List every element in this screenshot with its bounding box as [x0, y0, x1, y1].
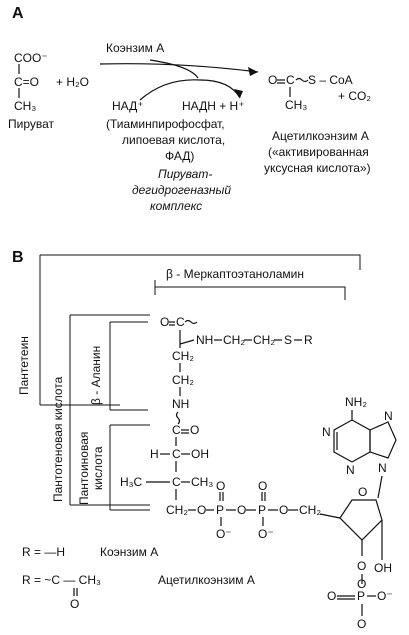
enzyme-line-1: Пируват-: [158, 167, 212, 181]
atom-ch2a: CH₂: [223, 333, 245, 347]
atom-ch3: CH₃: [191, 475, 213, 489]
atom-ch2c: CH₂: [172, 349, 194, 363]
acetylcoa-structure: O C S – CoA CH₃ + CO₂ Ацетилкоэнзим A («…: [264, 73, 371, 175]
atom-o-top2: O: [258, 479, 267, 493]
atom-o1: O: [160, 315, 169, 329]
water-label: + H₂O: [56, 75, 89, 89]
atom-ch2f: CH₂: [299, 503, 321, 517]
atom-c4: C: [172, 475, 181, 489]
atom-h3c: H₃C: [120, 475, 143, 489]
atom-c1: C: [176, 315, 185, 329]
pyruvate-ch3: CH₃: [14, 99, 36, 113]
atom-o-top1: O: [216, 479, 225, 493]
r-group-legend: R = —H Коэнзим A R = ~C — CH₃ O Ацетилко…: [22, 545, 255, 611]
atom-n3: N: [346, 463, 355, 477]
atom-s: S: [284, 333, 292, 347]
cofactors-line-2: липоевая кислота,: [122, 133, 225, 147]
cofactors-line-3: ФАД): [165, 149, 194, 163]
atom-o-p3: O: [357, 577, 366, 591]
reaction-arrow: [99, 59, 259, 101]
atom-oh: OH: [191, 447, 209, 461]
atom-o-p3-top: O: [357, 577, 366, 591]
pantoic-acid-label-2: кислота: [91, 446, 105, 490]
cofactors-line-1: (Тиаминпирофосфат,: [106, 117, 225, 131]
atom-o4: O: [237, 503, 246, 517]
atom-nh1: NH: [196, 333, 213, 347]
atom-ch2e: CH₂: [166, 503, 188, 517]
pyruvate-co: C=O: [14, 75, 39, 89]
co2-label: + CO₂: [338, 89, 371, 103]
pyruvate-name: Пируват: [8, 117, 55, 131]
atom-o-p3-left: O: [327, 589, 336, 603]
atom-ch2d: CH₂: [172, 373, 194, 387]
atom-p3: P: [357, 589, 365, 603]
pyruvate-coo: COO⁻: [14, 51, 48, 65]
atom-ch2b: CH₂: [253, 333, 275, 347]
atom-o-p3-bot: O: [357, 617, 366, 631]
legend-r2-name: Ацетилкоэнзим A: [158, 573, 255, 587]
acetylcoa-name-2: («активированная: [268, 145, 369, 159]
atom-o-ribose: O: [357, 559, 366, 573]
acetylcoa-c: C: [286, 73, 295, 87]
acetylcoa-name-1: Ацетилкоэнзим A: [272, 129, 369, 143]
atom-nh2: NH: [172, 397, 189, 411]
pantothenic-acid-label: Пантотеновая кислота: [51, 376, 65, 502]
atom-o-ring: O: [358, 485, 367, 499]
legend-r1-name: Коэнзим A: [100, 545, 158, 559]
panel-b-label: B: [12, 249, 24, 266]
pantetheine-chain: O C NH CH₂ CH₂ S R CH₂ CH₂ NH C O H C OH…: [120, 315, 321, 541]
atom-p1: P: [216, 503, 224, 517]
legend-r2-o: O: [70, 597, 79, 611]
coenzyme-a-label: Коэнзим A: [106, 41, 164, 55]
pantetheine-label: Пантетеин: [17, 336, 31, 395]
enzyme-line-3: комплекс: [150, 199, 202, 213]
nad-label: НАД⁺: [112, 99, 144, 113]
atom-oh-ribose: OH: [374, 561, 392, 575]
ribose-ring: O OH O: [319, 485, 392, 584]
structure-brackets: [39, 254, 361, 511]
adenine-ring: NH₂ N N N N: [322, 395, 397, 499]
atom-nh2-adenine: NH₂: [345, 395, 367, 409]
pantoic-acid-label-1: Пантоиновая: [77, 432, 91, 505]
legend-r1: R = —H: [22, 545, 65, 559]
nadh-label: НАДН + H⁺: [182, 99, 245, 113]
pyruvate-structure: COO⁻ C=O CH₃ Пируват: [8, 51, 55, 131]
mercaptoethanolamine-label: β - Меркаптоэтаноламин: [166, 267, 304, 281]
atom-h: H: [150, 447, 159, 461]
panel-a-label: A: [12, 5, 24, 22]
atom-c3: C: [172, 447, 181, 461]
atom-n9: N: [378, 461, 387, 475]
acetylcoa-name-3: уксусная кислота»): [264, 161, 371, 175]
atom-o5: O: [279, 503, 288, 517]
atom-o2: O: [190, 423, 199, 437]
atom-o3: O: [197, 503, 206, 517]
ribose-phosphate: O P O⁻ O O O: [327, 577, 393, 631]
atom-n1: N: [322, 425, 331, 439]
atom-p2: P: [258, 503, 266, 517]
atom-r: R: [304, 333, 313, 347]
acetylcoa-o: O: [268, 73, 277, 87]
legend-r2: R = ~C — CH₃: [22, 573, 101, 587]
acetylcoa-s-coa: S – CoA: [308, 73, 353, 87]
acetylcoa-ch3: CH₃: [285, 98, 307, 112]
beta-alanine-label: β - Аланин: [89, 346, 103, 405]
atom-o-bot1: O⁻: [216, 527, 232, 541]
atom-c2: C: [172, 423, 181, 437]
atom-o-p3-right: O⁻: [377, 589, 393, 603]
atom-n7: N: [384, 409, 393, 423]
atom-o-bot2: O⁻: [258, 527, 274, 541]
enzyme-line-2: дегидрогеназный: [132, 183, 231, 197]
